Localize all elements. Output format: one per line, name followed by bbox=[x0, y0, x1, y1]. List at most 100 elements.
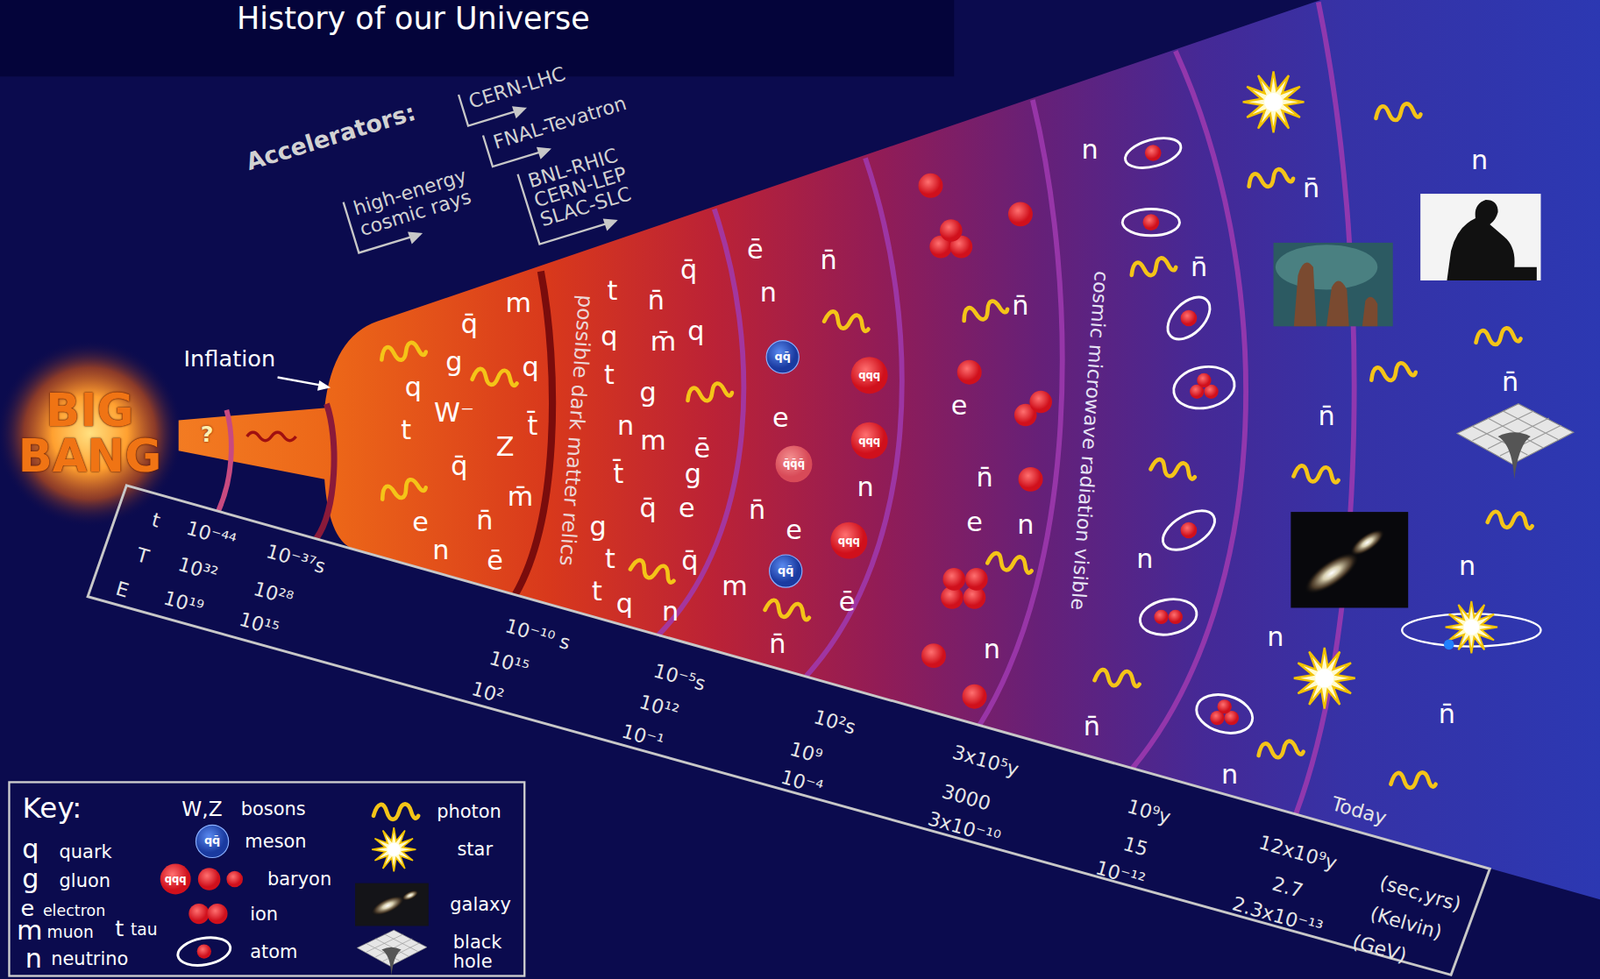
particle-symbol: n bbox=[1458, 551, 1476, 581]
timeline-value: 15 bbox=[1121, 832, 1152, 861]
particle-symbol: n̄ bbox=[1011, 291, 1029, 320]
particle-symbol: q̄ bbox=[639, 493, 656, 523]
particle-symbol: g bbox=[684, 459, 702, 489]
hadrons bbox=[766, 341, 889, 589]
timeline-value: 10¹⁵ bbox=[486, 647, 532, 679]
particle-symbol: q̄ bbox=[681, 546, 698, 576]
particle-symbol: n̄ bbox=[647, 286, 665, 316]
particle-symbol: m bbox=[640, 426, 666, 456]
legend-text: tau bbox=[130, 921, 158, 939]
timeline-value: E bbox=[113, 577, 132, 602]
particle-symbol: t bbox=[591, 576, 603, 606]
legend-symbol: q bbox=[21, 835, 39, 865]
particle-symbol: n bbox=[1221, 760, 1238, 790]
particle-symbol: g bbox=[589, 512, 606, 541]
particle-symbol: g bbox=[639, 377, 656, 407]
timeline-value: 10⁻¹ bbox=[619, 720, 667, 754]
legend-text: electron bbox=[42, 902, 106, 919]
timeline-value: T bbox=[134, 544, 152, 569]
particle-symbol: n̄ bbox=[819, 245, 837, 275]
particle-symbol: n bbox=[432, 536, 449, 566]
timeline-value: 10⁻¹⁰ s bbox=[502, 615, 573, 655]
baryon-quarks: q̄q̄q̄ bbox=[782, 458, 805, 470]
particle-symbol: t bbox=[604, 361, 615, 391]
black-hole-picture bbox=[1457, 404, 1574, 480]
particle-symbol: n bbox=[617, 412, 634, 441]
legend-text: photon bbox=[436, 802, 502, 823]
legend-heading: Key: bbox=[22, 793, 83, 825]
particle-symbol: m̄ bbox=[650, 327, 676, 356]
timeline-value: 12x10⁹y bbox=[1256, 831, 1339, 875]
particle-symbol: ē bbox=[746, 234, 764, 264]
timeline-value: Today bbox=[1329, 793, 1389, 830]
particle-symbol: q bbox=[522, 352, 540, 382]
timeline-value: 10¹² bbox=[636, 690, 682, 723]
particle-symbol: q̄ bbox=[461, 309, 478, 339]
expansion-cone bbox=[178, 0, 1600, 900]
particle-symbol: n bbox=[1080, 135, 1098, 164]
particle-symbol: n bbox=[983, 635, 1001, 665]
legend-text: black hole bbox=[453, 933, 517, 973]
baryon-quarks: qqq bbox=[838, 534, 861, 547]
accelerator-name: high-energy cosmic rays bbox=[350, 159, 492, 240]
particle-symbol: n̄ bbox=[1083, 711, 1101, 741]
timeline-box bbox=[87, 485, 1490, 975]
particle-symbol: q bbox=[405, 373, 422, 403]
legend-text: galaxy bbox=[449, 895, 512, 916]
inflation-arrow bbox=[277, 377, 332, 392]
timeline-value: 10⁻⁴⁴ bbox=[184, 517, 239, 552]
legend-text: baryon bbox=[267, 868, 332, 889]
particle-symbol: n̄ bbox=[1190, 252, 1208, 282]
atoms bbox=[1122, 132, 1258, 740]
particle-symbol: t̄ bbox=[612, 459, 624, 489]
particle-symbol: m bbox=[505, 288, 532, 318]
timeline-value: 10²s bbox=[810, 705, 858, 739]
legend-box: Key:quarkgluonelectronmuontauneutrinobos… bbox=[7, 781, 526, 977]
photons bbox=[373, 102, 1534, 820]
timeline-value: 3x10⁵y bbox=[950, 741, 1022, 782]
meson-quarks: qq̄ bbox=[204, 835, 221, 848]
particle-symbol: n̄ bbox=[1317, 401, 1335, 431]
particle-symbol: t bbox=[606, 276, 618, 306]
legend-text: muon bbox=[47, 923, 94, 941]
era-boundary-label: cosmic microwave radiation visible bbox=[1066, 270, 1112, 612]
particle-symbol: n bbox=[1471, 145, 1488, 175]
legend-samples bbox=[160, 824, 429, 976]
particle-symbol: e bbox=[951, 391, 968, 420]
unknown-mark: ? bbox=[200, 422, 214, 448]
nuclei bbox=[918, 173, 1053, 710]
particle-symbol: n bbox=[1016, 511, 1034, 541]
particle-symbol: e bbox=[772, 403, 790, 433]
particle-symbol: n̄ bbox=[976, 462, 994, 492]
particle-symbol: q̄ bbox=[680, 256, 697, 285]
particle-symbol: n̄ bbox=[1438, 699, 1456, 729]
timeline-value: 3x10⁻¹⁰ bbox=[925, 807, 1003, 849]
particle-symbol: n bbox=[760, 277, 777, 307]
particle-symbol: n̄ bbox=[768, 630, 786, 660]
particle-symbol: W⁻ bbox=[433, 398, 475, 428]
particle-symbol: q bbox=[600, 321, 618, 351]
legend-text: star bbox=[456, 839, 493, 861]
baryon-quarks: qqq bbox=[858, 434, 881, 447]
particle-symbol: n bbox=[856, 473, 874, 503]
legend-text: neutrino bbox=[50, 948, 128, 969]
baryon-quarks: qqq bbox=[164, 874, 187, 886]
particle-symbol: m̄ bbox=[507, 482, 534, 512]
stars bbox=[1243, 71, 1542, 709]
timeline-value: 10⁹y bbox=[1124, 796, 1174, 829]
legend-text: meson bbox=[244, 831, 306, 852]
timeline-value: 10¹⁹ bbox=[161, 587, 207, 619]
era-boundaries bbox=[218, 1, 1355, 814]
title-bar bbox=[0, 0, 954, 77]
particle-symbol: e bbox=[412, 507, 429, 537]
timeline-value: 10⁹ bbox=[787, 738, 825, 768]
accelerator-heading: Accelerators: bbox=[242, 99, 419, 177]
legend-text: bosons bbox=[241, 798, 306, 819]
timeline-value: 10² bbox=[469, 677, 506, 708]
timeline-value: 10⁻³⁷s bbox=[263, 540, 328, 577]
particle-symbol: t̄ bbox=[527, 412, 539, 441]
particle-symbol: t bbox=[604, 544, 616, 574]
